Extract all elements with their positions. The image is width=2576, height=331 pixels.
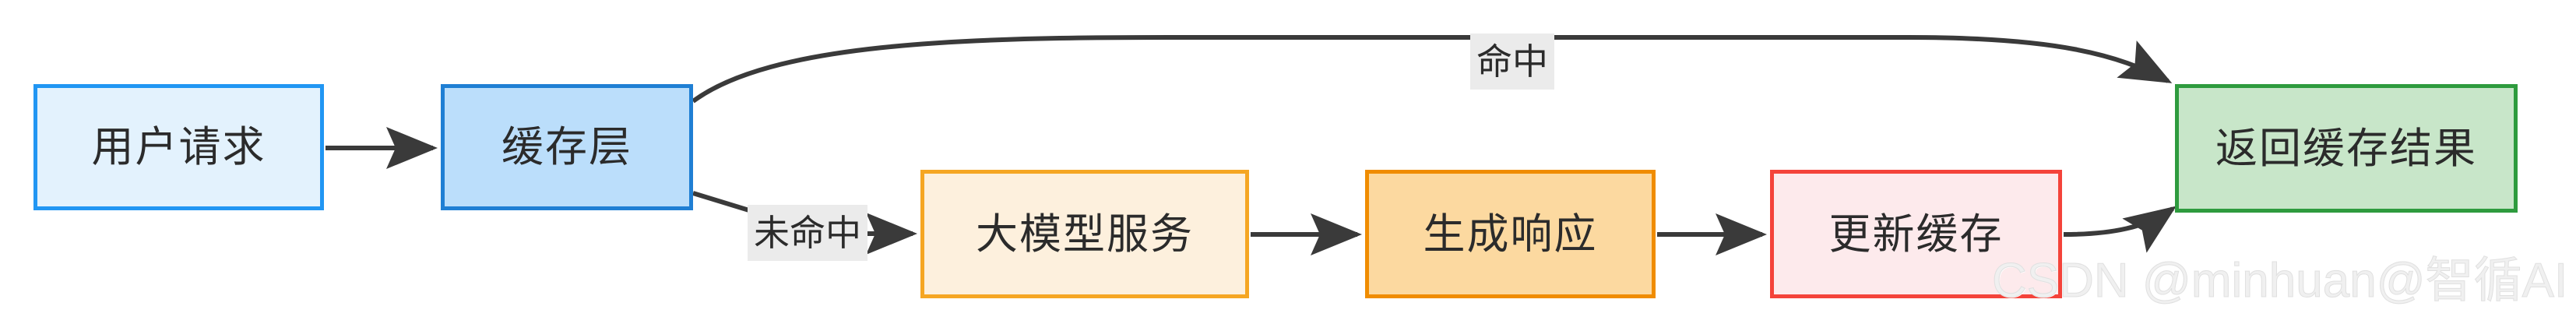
edge-label-hit: 命中	[1470, 33, 1554, 90]
node-update-cache-label: 更新缓存	[1828, 210, 2004, 258]
node-cache-layer-label: 缓存层	[501, 124, 632, 171]
node-cache-layer[interactable]: 缓存层	[441, 84, 693, 210]
node-llm-service[interactable]: 大模型服务	[920, 170, 1249, 298]
node-generate-response[interactable]: 生成响应	[1365, 170, 1656, 298]
node-llm-service-label: 大模型服务	[976, 210, 1194, 258]
node-return-cached-result[interactable]: 返回缓存结果	[2175, 84, 2518, 213]
node-update-cache[interactable]: 更新缓存	[1770, 170, 2062, 298]
watermark: CSDN @minhuan@智循AI	[1991, 254, 2568, 308]
node-user-request-label: 用户请求	[91, 124, 266, 171]
node-user-request[interactable]: 用户请求	[33, 84, 324, 210]
node-return-cached-result-label: 返回缓存结果	[2215, 125, 2477, 172]
node-generate-response-label: 生成响应	[1423, 210, 1598, 258]
edge-label-miss: 未命中	[748, 205, 867, 261]
edge-update-cache-to-return-cached-result	[2063, 206, 2177, 253]
edge-cache-layer-to-return-cached-result	[692, 35, 2173, 104]
